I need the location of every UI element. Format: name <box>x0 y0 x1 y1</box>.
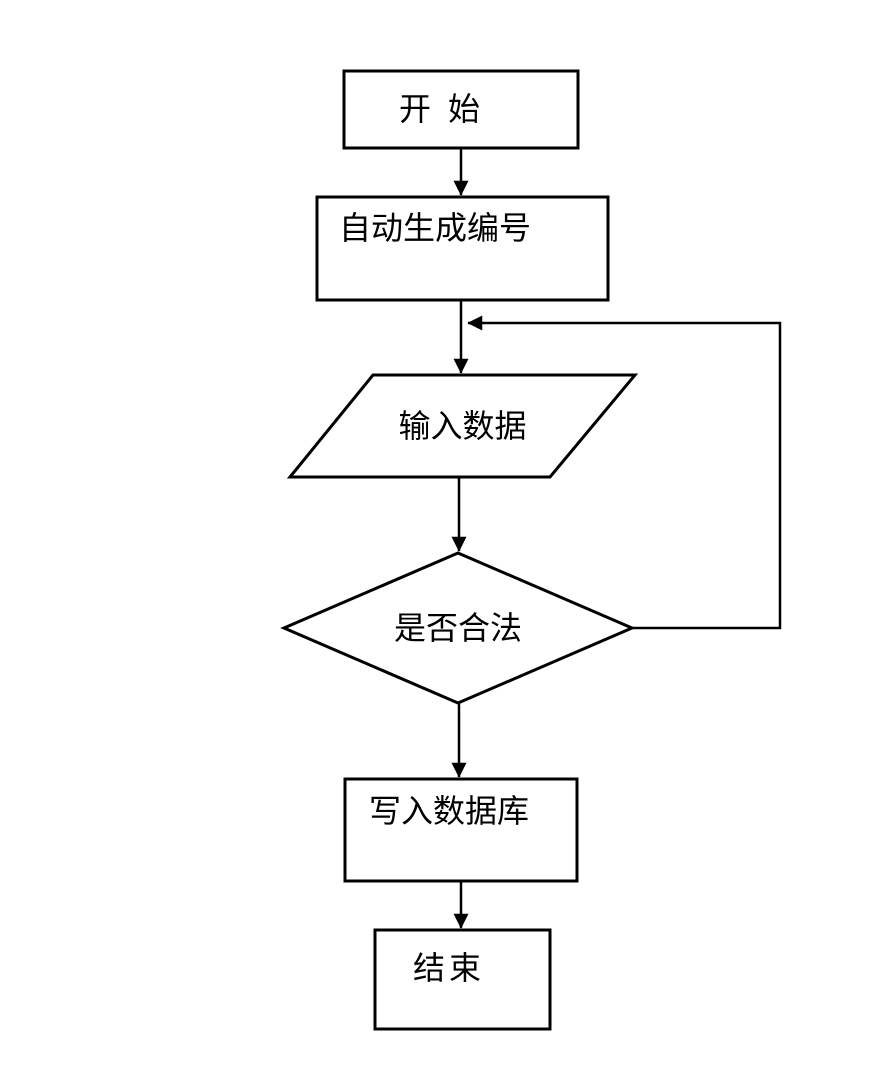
end-node-shape <box>373 928 552 1031</box>
write-node-label: 写入数据库 <box>369 793 530 829</box>
edge-decision-loopback <box>467 315 782 630</box>
input-node-label: 输入数据 <box>398 407 527 444</box>
start-node-label: 开始 <box>399 91 498 127</box>
autogen-node-label: 自动生成编号 <box>339 210 532 246</box>
end-node-label: 结束 <box>413 950 486 986</box>
start-node-shape <box>342 69 580 150</box>
decision-node-label: 是否合法 <box>393 609 522 646</box>
write-node-shape <box>343 777 579 883</box>
autogen-node-shape <box>315 195 610 302</box>
input-node-shape <box>286 373 639 479</box>
